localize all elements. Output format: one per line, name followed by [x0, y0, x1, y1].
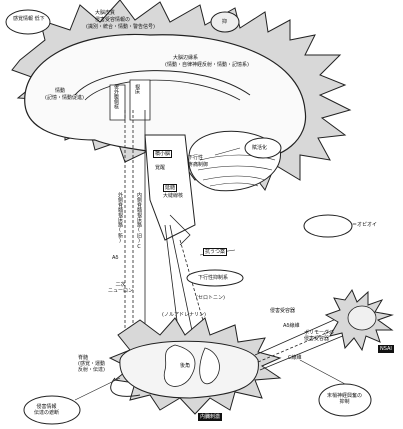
label-pons: 橋小脳 [153, 150, 172, 158]
label-emotion: 情動 [55, 88, 65, 94]
label-pain-control: 疼痛制御 [188, 162, 208, 168]
label-peripheral: 末梢神経興奮の 抑制 [327, 393, 362, 405]
label-spinal-function: 脊髄 (感覚・運動 反射・伝達) [78, 355, 105, 373]
ellipse-top-left [6, 10, 50, 34]
label-thalamus: 視床 [134, 84, 140, 94]
label-ellipse-top-left: 感覚情報 低下 [13, 16, 45, 22]
label-limbic-functions: (情動・自律神経反射・情動・記憶系) [165, 62, 249, 68]
label-medulla: 延髄 [163, 184, 177, 192]
label-nsaid: NSAI [378, 345, 394, 353]
label-opioid: ＝オピオイ [352, 222, 377, 228]
label-descending-inhibit: 下行性抑制系 [198, 275, 228, 281]
label-ellipse-top-right: 抑 [222, 19, 227, 25]
label-antidepressant: 抗うつ薬 [203, 248, 227, 256]
label-noradrenaline: (ノルアドレナリン) [162, 312, 206, 318]
label-emotion-detail: (記憶・情動促進) [45, 95, 84, 101]
label-ad: Aδ [112, 255, 118, 261]
label-c-fiber: C線維 [288, 355, 302, 361]
label-polymodal: ポリモーダル 侵害受容器 [304, 330, 334, 342]
label-second-neuron: 二次 ニューロン [108, 282, 133, 294]
ellipse-opioid [304, 215, 352, 237]
label-cortex-info: 侵害受容情報の [95, 17, 130, 23]
label-serotonin: (セロトニン) [196, 295, 225, 301]
label-medial-tract: 内側脊髄視床路(旧)C [136, 192, 142, 250]
label-raphe: 大縫線核 [163, 193, 183, 199]
label-descending: 下行性 [188, 155, 203, 161]
label-ad-fiber: Aδ線維 [283, 323, 299, 329]
label-arousal: 覚醒 [155, 165, 165, 171]
label-nociceptor: 侵害受容器 [270, 308, 295, 314]
label-thalamus-nucleus: 後外腹側核 [113, 84, 119, 109]
label-block: 侵害情報 伝達の遮断 [34, 404, 59, 416]
label-lateral-tract: 外側脊髄視床路(新) [117, 192, 123, 244]
label-visceral: 内臓刺激 [198, 413, 222, 421]
label-activation: 賦活化 [252, 145, 267, 151]
label-cortex-functions: (識別・統合・情動・警告信号) [86, 24, 155, 30]
label-dorsal-horn: 後角 [180, 363, 190, 369]
label-cortex: 大脳皮質 [95, 10, 115, 16]
label-limbic: 大脳辺縁系 [173, 55, 198, 61]
